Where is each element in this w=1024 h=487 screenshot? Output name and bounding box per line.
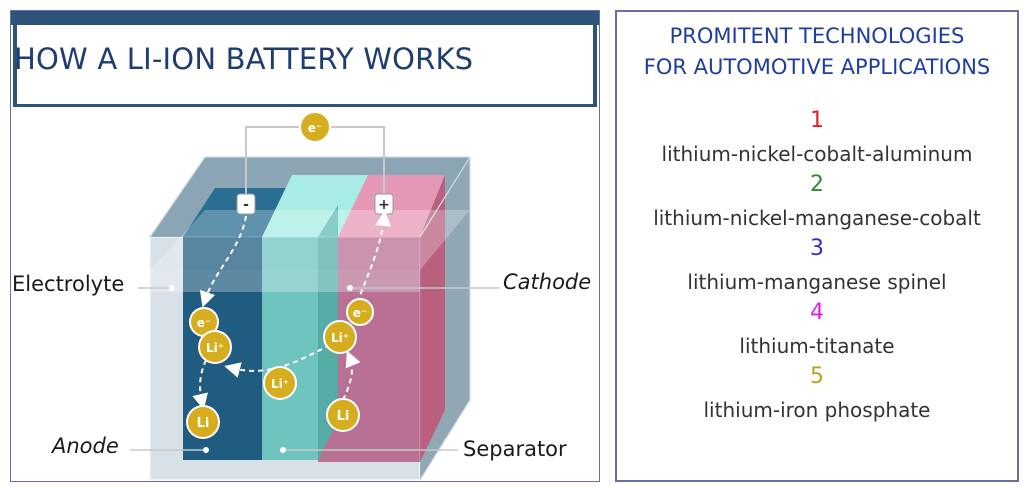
electron-particle-cathode: e⁻ [346, 298, 374, 326]
box-edge [419, 156, 471, 238]
lithium-atom-label: Li [197, 416, 210, 431]
lithium-ion-anode: Li⁺ [198, 330, 232, 364]
negative-terminal [236, 193, 256, 215]
header-bar [11, 11, 599, 25]
cathode-label: Cathode [503, 270, 592, 294]
lithium-ion-cathode: Li⁺ [323, 320, 357, 354]
positive-terminal-label: + [378, 197, 390, 213]
technology-number: 3 [810, 236, 824, 261]
electrolyte-surface [150, 210, 470, 270]
page-title: HOW A LI-ION BATTERY WORKS [14, 42, 474, 76]
separator-block [262, 237, 318, 460]
lithium-ion-label: Li⁺ [271, 377, 289, 391]
cathode-dot [347, 285, 353, 291]
anode-dot [203, 447, 209, 453]
technology-number: 5 [810, 364, 824, 389]
electron-particle-top: e⁻ [299, 111, 331, 143]
separator-label: Separator [463, 437, 567, 461]
technologies-heading-line2: FOR AUTOMOTIVE APPLICATIONS [643, 55, 991, 79]
lithium-ion-label: Li⁺ [331, 331, 349, 345]
box-edge [149, 156, 206, 238]
technology-number: 2 [810, 172, 824, 197]
lithium-ion-label: Li⁺ [206, 341, 224, 355]
electrolyte-container [149, 236, 421, 481]
technology-name: lithium-nickel-cobalt-aluminum [661, 142, 973, 166]
technology-name: lithium-manganese spinel [687, 270, 947, 294]
lithium-atom-label: Li [337, 409, 350, 424]
technology-name: lithium-iron phosphate [703, 398, 931, 422]
technologies-panel: PROMITENT TECHNOLOGIES FOR AUTOMOTIVE AP… [615, 10, 1019, 482]
lithium-ion-separator: Li⁺ [263, 366, 297, 400]
separator-dot [280, 447, 286, 453]
technologies-heading-line1: PROMITENT TECHNOLOGIES [669, 24, 965, 48]
cathode-side [420, 175, 445, 462]
technology-name: lithium-titanate [739, 334, 895, 358]
electron-path-anode [199, 215, 247, 308]
anode-label: Anode [52, 434, 119, 458]
electrolyte-label: Electrolyte [12, 272, 125, 296]
electron-particle-label: e⁻ [353, 306, 367, 320]
electron-particle-label: e⁻ [308, 121, 322, 135]
negative-terminal-label: - [243, 197, 249, 213]
separator-top [262, 175, 368, 237]
technology-number: 4 [810, 300, 824, 325]
technology-number: 1 [810, 108, 824, 133]
lithium-atom-cathode: Li [326, 398, 360, 432]
box-edge [419, 399, 471, 481]
title-box [13, 25, 597, 107]
electrolyte-dot [169, 285, 175, 291]
lithium-atom-anode: Li [186, 405, 220, 439]
technology-name: lithium-nickel-manganese-cobalt [653, 206, 981, 230]
ion-path-cathode-lower [342, 350, 361, 401]
electron-particle-label: e⁻ [197, 316, 211, 330]
battery-illustration: - + e⁻ e⁻ Li⁺ e⁻ Li⁺ Li⁺ Li [130, 111, 500, 481]
ion-path-separator [224, 344, 331, 378]
